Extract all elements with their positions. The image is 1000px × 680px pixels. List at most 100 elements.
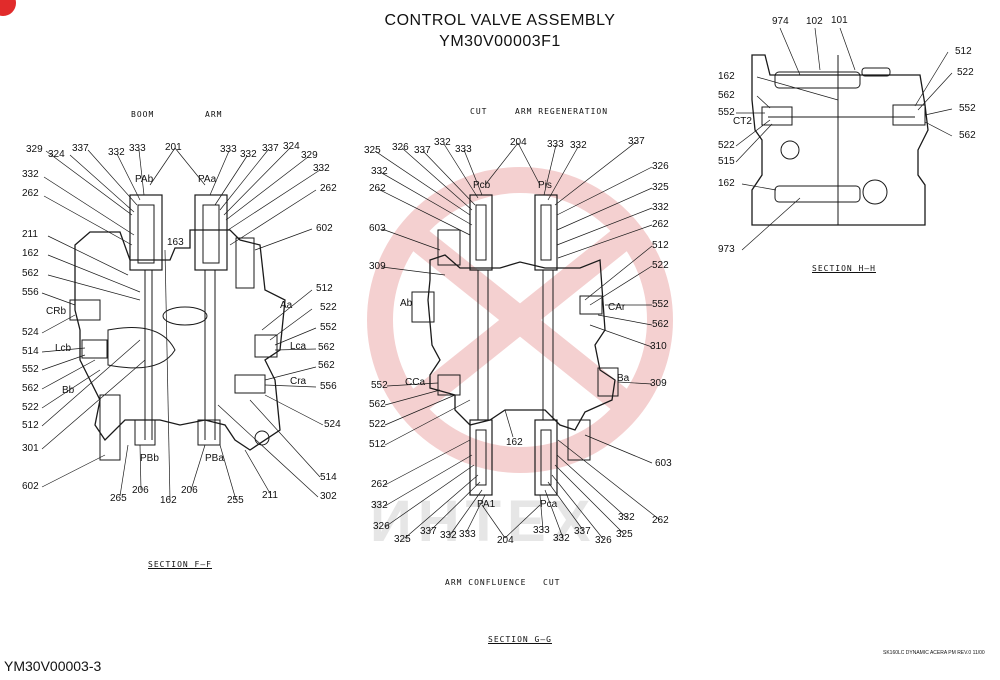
- part-332: 332: [371, 500, 388, 511]
- part-325: 325: [616, 529, 633, 540]
- part-332: 332: [371, 166, 388, 177]
- part-603: 603: [369, 223, 386, 234]
- part-522: 522: [22, 402, 39, 413]
- part-162: 162: [718, 178, 735, 189]
- part-337: 337: [414, 145, 431, 156]
- port-pbb: PBb: [140, 453, 159, 464]
- part-162: 162: [22, 248, 39, 259]
- part-337: 337: [420, 526, 437, 537]
- port-ba: Ba: [617, 373, 630, 384]
- part-552: 552: [320, 322, 337, 333]
- part-973: 973: [718, 244, 735, 255]
- part-562: 562: [22, 268, 39, 279]
- part-514: 514: [22, 346, 39, 357]
- part-562: 562: [718, 90, 735, 101]
- part-326: 326: [373, 521, 390, 532]
- part-302: 302: [320, 491, 337, 502]
- part-522: 522: [369, 419, 386, 430]
- part-329: 329: [301, 150, 318, 161]
- part-262: 262: [652, 219, 669, 230]
- part-262: 262: [22, 188, 39, 199]
- part-325: 325: [394, 534, 411, 545]
- port-pis: Pis: [538, 180, 552, 191]
- part-515: 515: [718, 156, 735, 167]
- part-255: 255: [227, 495, 244, 506]
- part-332: 332: [22, 169, 39, 180]
- part-332: 332: [434, 137, 451, 148]
- port-paa: PAa: [198, 174, 217, 185]
- part-522: 522: [652, 260, 669, 271]
- part-562: 562: [318, 360, 335, 371]
- part-974: 974: [772, 16, 789, 27]
- part-332: 332: [570, 140, 587, 151]
- part-552: 552: [718, 107, 735, 118]
- part-262: 262: [371, 479, 388, 490]
- port-aa: Aa: [280, 300, 293, 311]
- part-201: 201: [165, 142, 182, 153]
- part-332: 332: [313, 163, 330, 174]
- part-333: 333: [547, 139, 564, 150]
- part-326: 326: [392, 142, 409, 153]
- part-512: 512: [369, 439, 386, 450]
- part-552: 552: [371, 380, 388, 391]
- part-333: 333: [533, 525, 550, 536]
- ff-section-label: SECTION F—F: [148, 560, 212, 569]
- part-163: 163: [167, 237, 184, 248]
- part-333: 333: [129, 143, 146, 154]
- part-102: 102: [806, 16, 823, 27]
- part-337: 337: [574, 526, 591, 537]
- part-562: 562: [652, 319, 669, 330]
- part-301: 301: [22, 443, 39, 454]
- hh-section-label: SECTION H—H: [812, 264, 876, 273]
- part-602: 602: [316, 223, 333, 234]
- part-326: 326: [652, 161, 669, 172]
- gg-header-cut: CUT: [470, 107, 488, 116]
- part-332: 332: [240, 149, 257, 160]
- corner-badge: [0, 0, 16, 16]
- part-309: 309: [650, 378, 667, 389]
- part-204: 204: [510, 137, 527, 148]
- port-car: CAr: [608, 302, 626, 313]
- part-101: 101: [831, 15, 848, 26]
- part-262: 262: [369, 183, 386, 194]
- part-333: 333: [459, 529, 476, 540]
- part-602: 602: [22, 481, 39, 492]
- part-603: 603: [655, 458, 672, 469]
- part-325: 325: [364, 145, 381, 156]
- part-337: 337: [262, 143, 279, 154]
- part-337: 337: [72, 143, 89, 154]
- part-310: 310: [650, 341, 667, 352]
- part-162: 162: [506, 437, 523, 448]
- part-522: 522: [320, 302, 337, 313]
- port-pca: Pca: [540, 499, 558, 510]
- part-329: 329: [26, 144, 43, 155]
- part-562: 562: [959, 130, 976, 141]
- part-552: 552: [652, 299, 669, 310]
- diagram-part-number: YM30V00003F1: [439, 33, 561, 50]
- port-lca: Lca: [290, 341, 307, 352]
- part-524: 524: [324, 419, 341, 430]
- gg-header-arm-regeneration: ARM REGENERATION: [515, 107, 609, 116]
- part-162: 162: [718, 71, 735, 82]
- part-556: 556: [320, 381, 337, 392]
- diagram-title: CONTROL VALVE ASSEMBLY: [384, 12, 616, 29]
- part-522: 522: [718, 140, 735, 151]
- part-562: 562: [22, 383, 39, 394]
- port-bb: Bb: [62, 385, 75, 396]
- part-512: 512: [316, 283, 333, 294]
- port-lcb: Lcb: [55, 343, 72, 354]
- part-552: 552: [22, 364, 39, 375]
- part-332: 332: [440, 530, 457, 541]
- port-cca: CCa: [405, 377, 426, 388]
- port-ct2: CT2: [733, 116, 752, 127]
- gg-footer-arm-confluence: ARM CONFLUENCE: [445, 578, 527, 587]
- part-337: 337: [628, 136, 645, 147]
- part-262: 262: [320, 183, 337, 194]
- port-cra: Cra: [290, 376, 307, 387]
- footer-note: SK160LC DYNAMIC ACERA PM REV.0 11/00: [883, 650, 985, 656]
- part-552: 552: [959, 103, 976, 114]
- part-333: 333: [220, 144, 237, 155]
- gg-section-label: SECTION G—G: [488, 635, 552, 644]
